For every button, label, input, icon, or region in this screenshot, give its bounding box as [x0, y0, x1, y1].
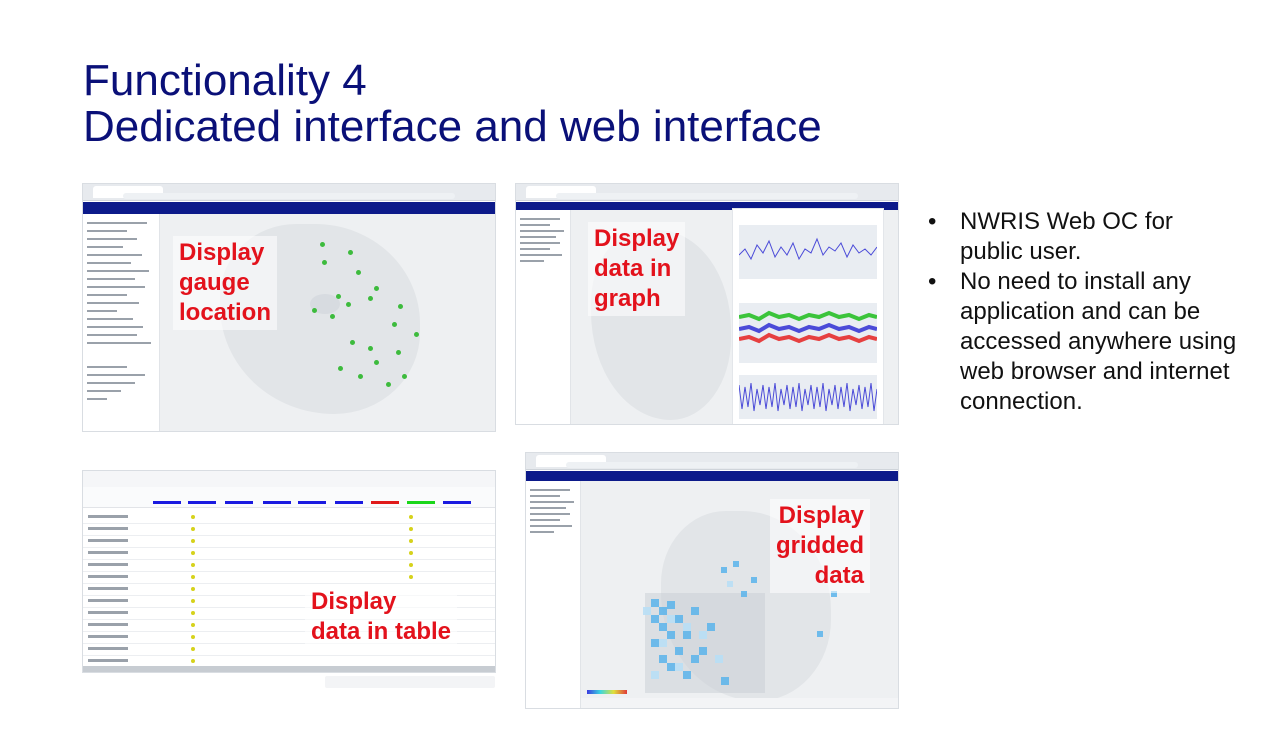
table-label-line: Display [311, 588, 397, 615]
graph-label: Display data in graph [588, 222, 686, 316]
gauge-marker[interactable] [322, 260, 327, 265]
table-row [83, 583, 495, 596]
bullet-item: • NWRIS Web OC for public user. [928, 207, 1273, 267]
title-line-2: Dedicated interface and web interface [83, 102, 822, 151]
gauge-marker[interactable] [350, 340, 355, 345]
table-row [83, 631, 495, 644]
gauge-marker[interactable] [358, 374, 363, 379]
table-row [83, 619, 495, 632]
bullet-line: public user. [960, 238, 1082, 265]
gauge-marker[interactable] [392, 322, 397, 327]
gauge-marker[interactable] [402, 374, 407, 379]
table-row [83, 559, 495, 572]
data-table[interactable] [83, 471, 495, 672]
gauge-marker[interactable] [330, 314, 335, 319]
gauge-marker[interactable] [368, 346, 373, 351]
rainfall-grid [643, 561, 837, 685]
horizontal-scrollbar[interactable] [83, 666, 495, 672]
gauge-label-line: Display [179, 239, 265, 266]
column-color-bars [153, 501, 471, 504]
gauge-marker[interactable] [356, 270, 361, 275]
gauge-marker[interactable] [338, 366, 343, 371]
table-row [83, 547, 495, 560]
bullet-marker: • [928, 268, 937, 295]
address-bar [123, 193, 455, 199]
graph-screenshot: Display data in graph [515, 183, 899, 425]
table-label-line: data in table [311, 618, 452, 645]
graph-label-line: Display [594, 225, 680, 252]
gauge-marker[interactable] [312, 308, 317, 313]
table-row [83, 643, 495, 656]
gridded-screenshot: Display gridded data [525, 452, 899, 709]
gridded-label-line: Display [778, 502, 864, 529]
gauge-marker[interactable] [374, 286, 379, 291]
graph-label-line: graph [594, 285, 661, 312]
gauge-label-line: gauge [179, 269, 250, 296]
gauge-marker[interactable] [374, 360, 379, 365]
gauge-marker[interactable] [414, 332, 419, 337]
graph-series-3 [738, 382, 878, 412]
bullet-line: No need to install any [960, 268, 1191, 295]
graph-series-2 [738, 310, 878, 344]
bullet-line: web browser and internet [960, 358, 1230, 385]
app-sidebar [516, 210, 571, 424]
gauge-map-screenshot: Display gauge location [82, 183, 496, 432]
time-slider[interactable] [581, 698, 898, 708]
graph-plot-1 [738, 225, 878, 279]
gauge-marker[interactable] [348, 250, 353, 255]
table-pagination[interactable] [325, 676, 495, 688]
graph-plot-3 [738, 375, 878, 419]
app-navbar [526, 471, 898, 481]
table-row [83, 607, 495, 620]
graph-series-1 [738, 237, 878, 261]
table-screenshot: Display data in table [82, 470, 496, 673]
gauge-marker[interactable] [396, 350, 401, 355]
gauge-marker[interactable] [386, 382, 391, 387]
table-row [83, 523, 495, 536]
bullet-line: accessed anywhere using [960, 328, 1237, 355]
bullet-item: • No need to install any application and… [928, 267, 1273, 417]
graph-label-line: data in [594, 255, 672, 282]
gauge-marker[interactable] [336, 294, 341, 299]
app-navbar [516, 202, 898, 210]
address-bar [566, 462, 858, 468]
app-sidebar [83, 214, 160, 431]
slide-title: Functionality 4 Dedicated interface and … [83, 58, 822, 150]
bullet-line: connection. [960, 388, 1083, 415]
gauge-marker[interactable] [368, 296, 373, 301]
app-sidebar [526, 481, 581, 708]
gauge-label-line: location [179, 299, 272, 326]
table-row [83, 535, 495, 548]
title-line-1: Functionality 4 [83, 56, 367, 105]
app-navbar [83, 202, 495, 214]
table-row [83, 595, 495, 608]
address-bar [556, 193, 858, 199]
bullet-list: • NWRIS Web OC for public user. • No nee… [928, 207, 1273, 417]
gridded-label-line: data [814, 562, 864, 589]
gridded-label: Display gridded data [770, 499, 870, 593]
table-cell-marks [88, 515, 413, 663]
table-row [83, 511, 495, 524]
table-row [83, 571, 495, 584]
bullet-line: application and can be [960, 298, 1201, 325]
gauge-label: Display gauge location [173, 236, 278, 330]
legend-colorbar [587, 690, 627, 694]
bullet-line: NWRIS Web OC for [960, 208, 1173, 235]
table-label: Display data in table [305, 585, 458, 649]
gauge-marker[interactable] [320, 242, 325, 247]
bullet-marker: • [928, 208, 937, 235]
gridded-label-line: gridded [776, 532, 864, 559]
gauge-marker[interactable] [346, 302, 351, 307]
graph-plot-2 [738, 303, 878, 363]
graph-popup[interactable] [732, 208, 884, 424]
gauge-marker[interactable] [398, 304, 403, 309]
